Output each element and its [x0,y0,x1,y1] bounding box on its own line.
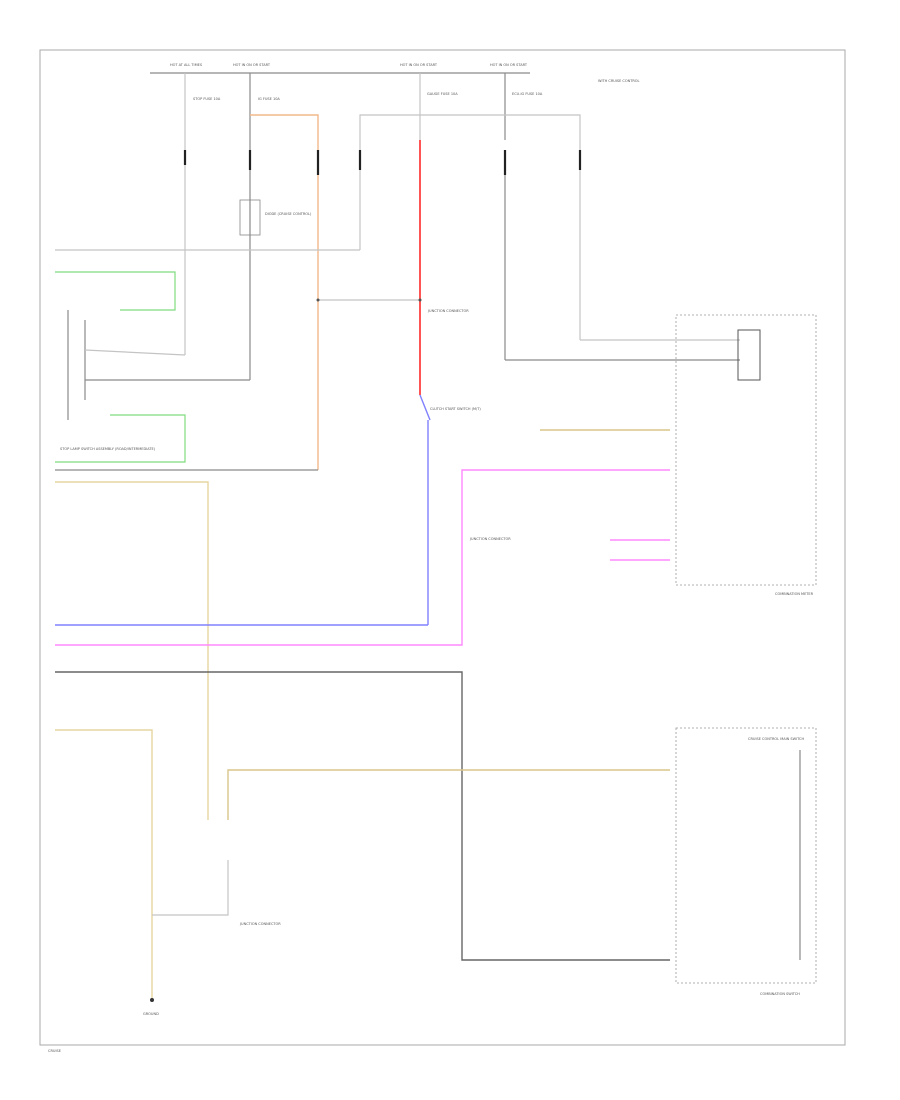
clutch-switch-arm [419,394,431,421]
gray-branch-top-right [505,114,581,150]
orange-branch-top [250,114,319,150]
fuse-label-c: GAUGE FUSE 10A [427,92,458,96]
combo-meter-box [675,314,817,586]
top-fuse-label-4: HOT IN ON OR START [490,63,528,67]
combo-meter-label: COMBINATION METER [775,592,814,596]
top-right-note: WITH CRUISE CONTROL [598,79,640,83]
right-conn-label-1: JUNCTION CONNECTOR [427,309,469,313]
top-fuse-label-2: HOT IN ON OR START [233,63,271,67]
relay-left-label: DIODE (CRUISE CONTROL) [265,212,312,216]
pink-main [55,469,670,646]
green-loop-bottom [55,414,186,463]
fuse-label-a: STOP FUSE 10A [193,97,221,101]
mid-conn-label: JUNCTION CONNECTOR [469,537,511,541]
ground-symbol [150,998,154,1002]
bottom-conn-link [152,860,229,916]
top-fuse-label-1: HOT AT ALL TIMES [170,63,203,67]
cruise-switch-label: CRUISE CONTROL MAIN SWITCH [748,737,804,741]
splice-dot-1 [316,298,320,302]
cruise-switch-box [675,727,817,984]
fuse-label-b: IG FUSE 10A [258,97,280,101]
wire-dark-672 [55,671,670,961]
green-loop-top [55,271,176,311]
stop-switch-label: STOP LAMP SWITCH ASSEMBLY (ROAD/INTERMED… [60,447,156,451]
wire-tan-730 [55,729,153,1000]
top-fuse-label-3: HOT IN ON OR START [400,63,438,67]
wire-olive-770 [227,769,670,820]
splice-dot-2 [418,298,422,302]
combo-switch-label: COMBINATION SWITCH [760,992,800,996]
wire-tan-down [55,481,209,820]
fuse-label-d: ECU-IG FUSE 10A [512,92,543,96]
ground-label: GROUND [143,1012,159,1016]
footer-label: CRUISE [48,1049,61,1053]
stop-switch-out-1 [84,349,186,356]
clutch-switch-label: CLUTCH START SWITCH (M/T) [430,407,481,411]
meter-block [737,329,761,381]
diagram-frame [39,49,846,1046]
bottom-conn-label: JUNCTION CONNECTOR [239,922,281,926]
diode-box [239,199,261,236]
gray-branch-top [359,114,505,150]
